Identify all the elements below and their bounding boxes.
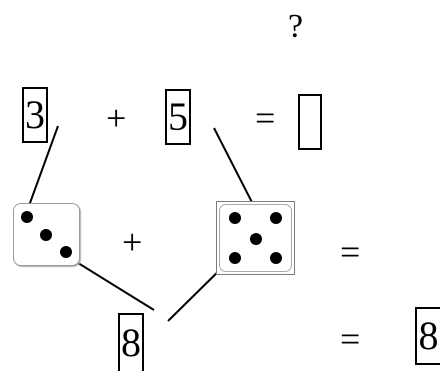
sum-box: 8 [118, 313, 144, 371]
die-pip [60, 246, 72, 258]
number-box-left: 3 [22, 87, 48, 143]
die-pip [21, 211, 33, 223]
die-pip [250, 233, 262, 245]
equals-sign-top: = [255, 98, 276, 138]
result-box: 8 [415, 307, 440, 365]
plus-sign-top: + [106, 98, 127, 138]
die-pip [270, 252, 282, 264]
die-pip [40, 229, 52, 241]
answer-box[interactable] [298, 94, 322, 150]
die-three-icon [13, 203, 80, 266]
plus-sign-middle: + [122, 222, 143, 262]
question-mark: ? [288, 8, 304, 45]
equals-sign-bottom: = [340, 319, 361, 359]
die-pip [229, 212, 241, 224]
die-pip [229, 252, 241, 264]
number-box-right: 5 [165, 89, 191, 145]
line-5-to-die [213, 127, 259, 215]
die-pip [270, 212, 282, 224]
die-five-icon [216, 201, 295, 275]
line-3-to-die [25, 125, 59, 215]
equals-sign-middle: = [340, 232, 361, 272]
